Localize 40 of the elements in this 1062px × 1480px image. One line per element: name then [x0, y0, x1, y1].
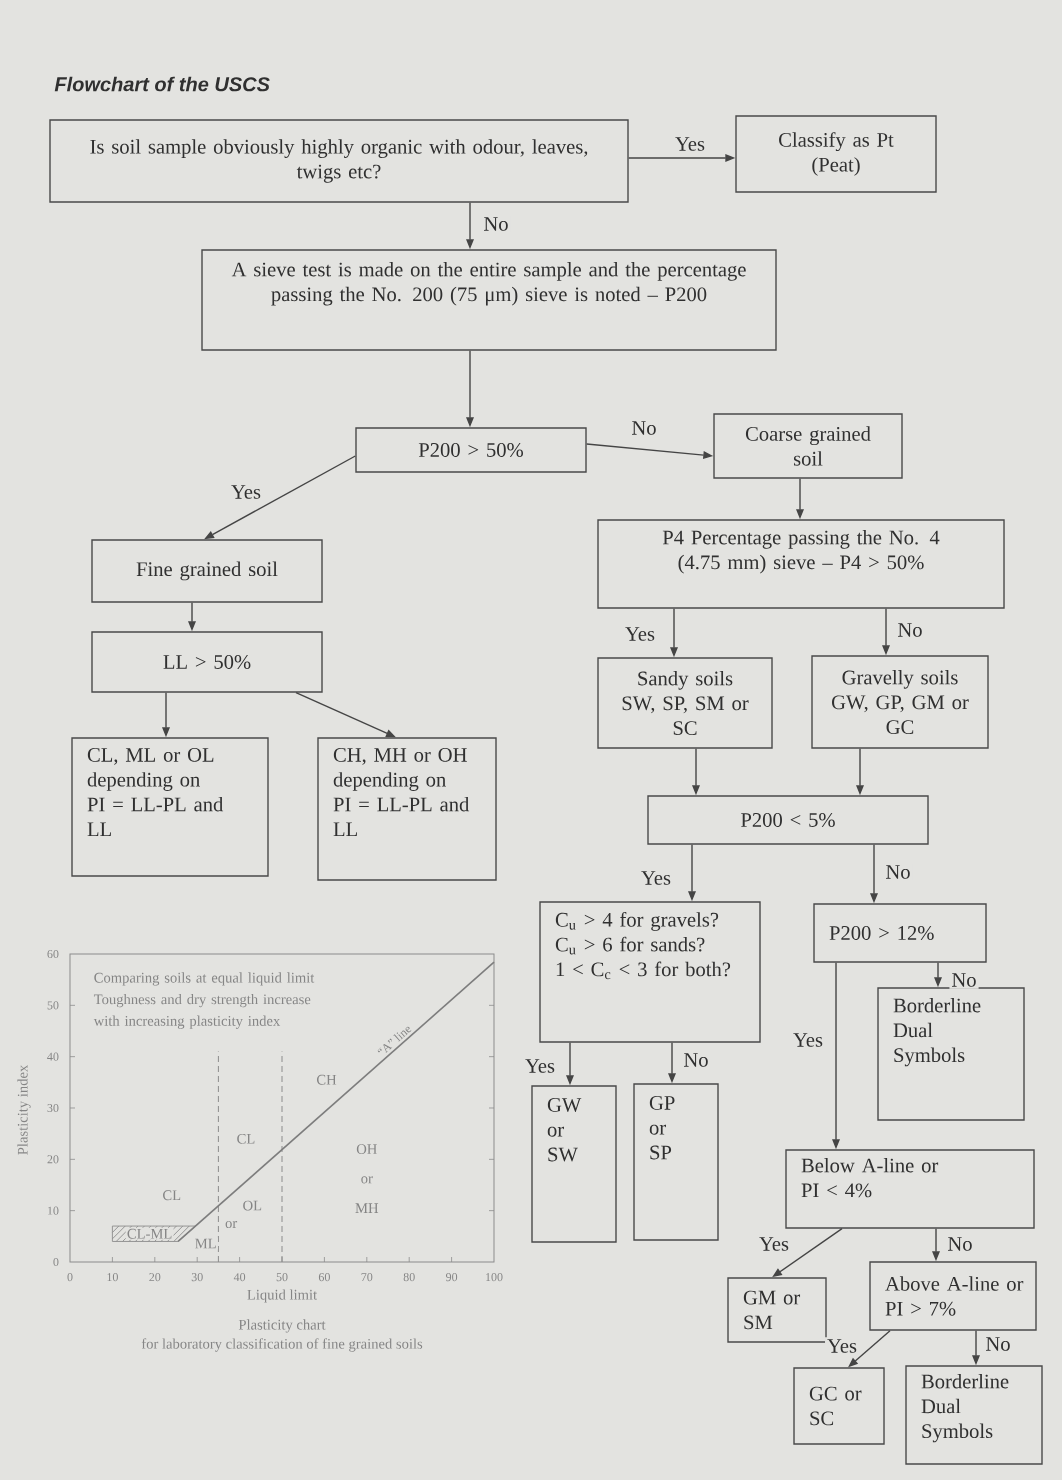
decision-box: Is soil sample obviously highly organic with odour, leaves, twigs etc? [49, 119, 629, 203]
edge-label: Yes [623, 625, 657, 643]
edge-label: No [681, 1051, 711, 1069]
edge-label: Yes [639, 869, 673, 887]
edge-label: Yes [673, 135, 707, 153]
decision-box: Above A-line or PI > 7% [869, 1261, 1037, 1331]
edge-label: No [629, 419, 659, 437]
edge-label: No [949, 971, 979, 989]
decision-box: P200 < 5% [647, 795, 929, 845]
edge-label: Yes [229, 483, 263, 501]
edge-label: Yes [523, 1057, 557, 1075]
result-box: GP or SP [633, 1083, 719, 1241]
edge-label: Yes [825, 1337, 859, 1355]
title: Flowchart of the USCS [54, 76, 270, 92]
category-box: Fine grained soil [91, 539, 323, 603]
result-box: CH, MH or OH depending on PI = LL-PL and LL [317, 737, 497, 881]
edge-label: Yes [757, 1235, 791, 1253]
edge-label: No [481, 215, 511, 233]
category-box: Gravelly soils GW, GP, GM or GC [811, 655, 989, 749]
edge-label: No [883, 863, 913, 881]
edge-label: Yes [791, 1031, 825, 1049]
category-box: Sandy soils SW, SP, SM or SC [597, 657, 773, 749]
result-box: GW or SW [531, 1085, 617, 1243]
decision-box: P200 > 50% [355, 427, 587, 473]
edge-label: No [895, 621, 925, 639]
edge-label: No [945, 1235, 975, 1253]
result-box: CL, ML or OL depending on PI = LL-PL and LL [71, 737, 269, 877]
decision-box: Below A-line or PI < 4% [785, 1149, 1035, 1229]
decision-box: P200 > 12% [813, 903, 987, 963]
decision-box: LL > 50% [91, 631, 323, 693]
result-box: Borderline Dual Symbols [877, 987, 1025, 1121]
result-box: Borderline Dual Symbols [905, 1365, 1043, 1465]
result-box: GC or SC [793, 1367, 885, 1445]
process-box: A sieve test is made on the entire sample and the percentage passing the No. 200 (75 μm) sieve is noted – P200 [201, 249, 777, 351]
edge-label: No [983, 1335, 1013, 1353]
result-box: GM or SM [727, 1277, 827, 1343]
decision-box: P4 Percentage passing the No. 4 (4.75 mm) sieve – P4 > 50% [597, 519, 1005, 609]
result-box: Classify as Pt (Peat) [735, 115, 937, 193]
decision-box: C$_{u}$ > 4 for gravels? C$_{u}$ > 6 for sands? 1 < C$_{c}$ < 3 for both? [539, 901, 761, 1043]
category-box: Coarse grained soil [713, 413, 903, 479]
